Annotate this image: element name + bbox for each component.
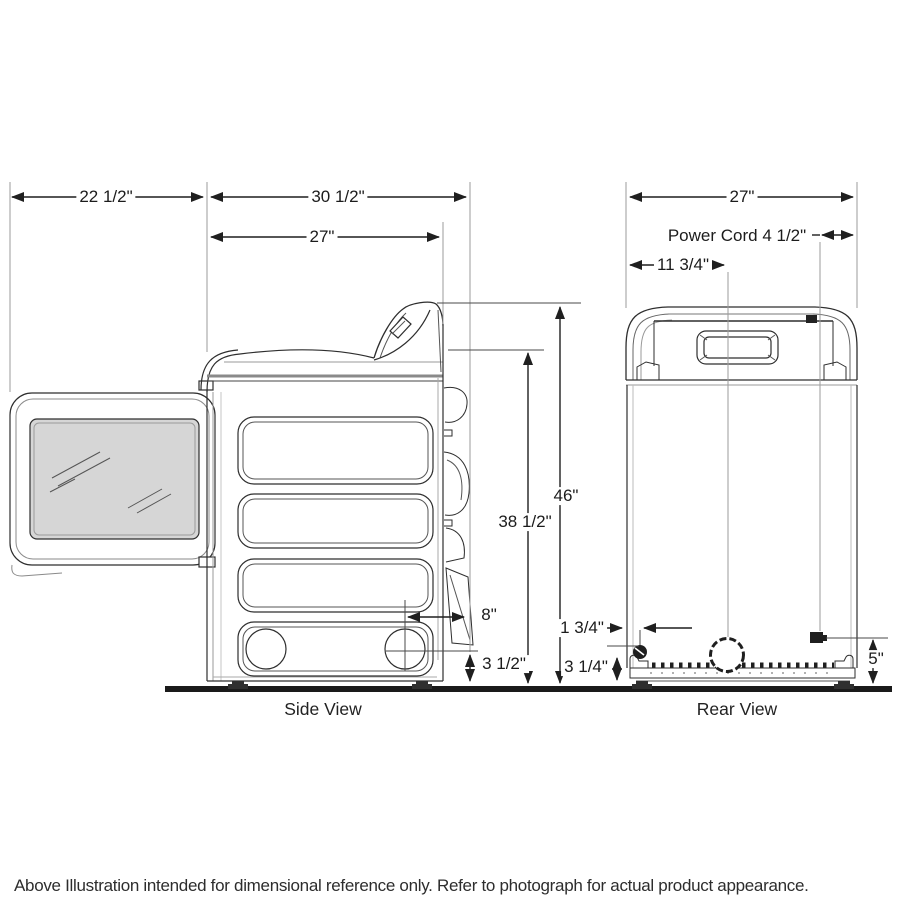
floor-line — [165, 686, 892, 692]
rear-base — [629, 654, 856, 682]
power-cord-exit-icon — [810, 632, 827, 643]
side-view — [9, 301, 474, 689]
rear-body — [626, 385, 858, 668]
dim-label-door-open-depth: 22 1/2" — [76, 188, 136, 206]
rear-feet — [632, 681, 854, 689]
door-hinge-top — [198, 380, 214, 391]
exhaust-vent-icon — [709, 637, 745, 673]
side-feet — [228, 681, 432, 689]
disclaimer-caption: Above Illustration intended for dimensio… — [14, 876, 809, 895]
dim-label-vent-offset: 11 3/4" — [653, 256, 713, 274]
dim-label-gas-height: 3 1/4" — [561, 658, 611, 676]
glass-reflections — [49, 451, 172, 514]
door-glass — [29, 418, 200, 540]
side-rear-fittings — [443, 386, 474, 646]
rear-view — [625, 306, 858, 689]
dim-label-vent-height-side: 3 1/2" — [479, 655, 529, 673]
rear-console — [625, 306, 858, 386]
door-bottom-edge — [11, 564, 63, 577]
dim-label-body-depth: 27" — [306, 228, 338, 246]
handle-cutout — [696, 330, 779, 365]
side-vent-left-circle — [245, 628, 287, 670]
side-console — [373, 301, 444, 373]
dim-label-vent-to-rear: 8" — [478, 606, 500, 624]
dim-label-power-cord: Power Cord 4 1/2" — [664, 227, 810, 245]
dim-label-total-depth: 30 1/2" — [308, 188, 368, 206]
dim-label-height-console: 46" — [550, 487, 582, 505]
side-view-label: Side View — [281, 699, 365, 718]
console-knob — [389, 316, 412, 339]
door-open — [9, 380, 216, 577]
dim-label-rear-width: 27" — [726, 188, 758, 206]
dim-label-gas-offset: 1 3/4" — [557, 619, 607, 637]
rear-view-label: Rear View — [693, 699, 781, 718]
extension-lines — [9, 182, 888, 671]
rear-top-connector-square — [806, 315, 817, 323]
side-body — [200, 326, 444, 682]
dim-label-height-top: 38 1/2" — [495, 513, 555, 531]
dim-label-cord-height: 5" — [865, 650, 887, 668]
gas-connector-icon — [633, 645, 647, 659]
side-panels — [237, 416, 434, 677]
